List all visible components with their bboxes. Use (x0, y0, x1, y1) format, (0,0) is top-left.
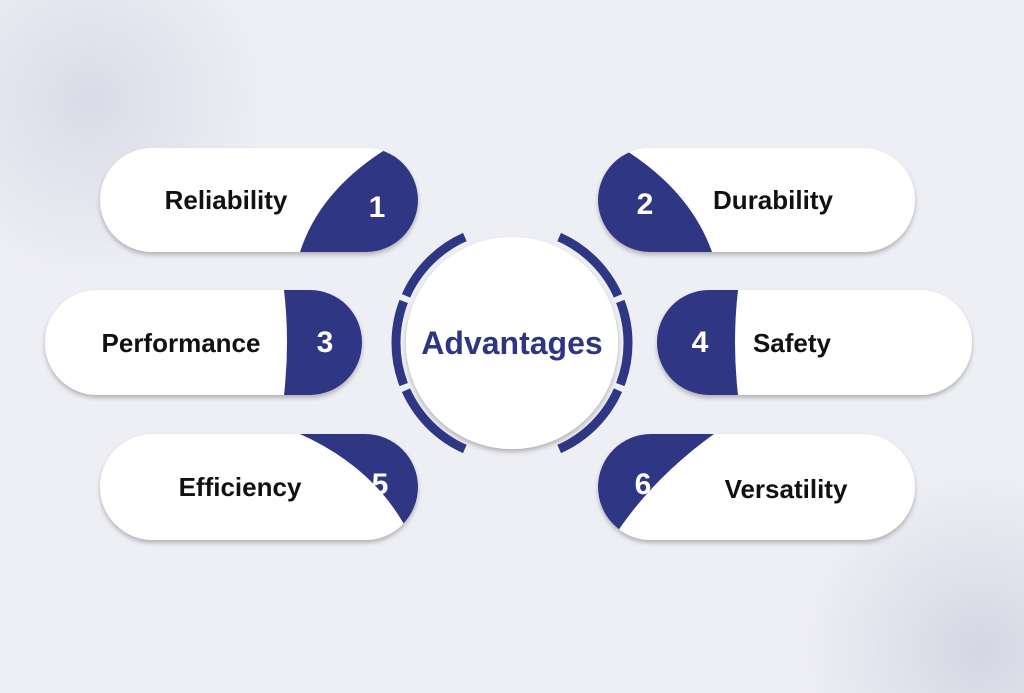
item-label: Performance (102, 328, 261, 358)
number-wedge (598, 434, 714, 540)
number-wedge (300, 148, 418, 252)
item-number: 2 (637, 188, 654, 221)
ring-segment (557, 232, 623, 298)
item-label: Reliability (165, 185, 288, 215)
item-number: 5 (372, 468, 389, 501)
item-label: Safety (753, 328, 832, 358)
ring-segment (616, 299, 633, 387)
item-number: 1 (369, 191, 386, 224)
number-wedge (300, 434, 418, 540)
advantage-item-3: Performance 3 (45, 290, 362, 395)
center-circle (406, 237, 618, 449)
center-ring (391, 232, 633, 454)
number-wedge (657, 290, 738, 395)
item-label: Efficiency (179, 472, 302, 502)
advantage-item-4: 4 Safety (657, 290, 972, 395)
ring-segment (401, 388, 467, 454)
ring-segment (391, 299, 408, 387)
item-label: Durability (713, 185, 833, 215)
advantage-item-2: 2 Durability (598, 148, 915, 252)
pill-background (45, 290, 362, 395)
advantage-item-5: Efficiency 5 (100, 434, 418, 540)
pill-background (100, 434, 418, 540)
item-number: 6 (635, 468, 652, 501)
item-number: 3 (317, 326, 334, 359)
center-title: Advantages (421, 325, 602, 361)
number-wedge (598, 148, 712, 252)
number-wedge (284, 290, 362, 395)
ring-segment (401, 232, 467, 298)
item-label: Versatility (725, 474, 848, 504)
item-number: 4 (692, 326, 709, 359)
ring-segment (557, 388, 623, 454)
advantage-item-1: Reliability 1 (100, 148, 418, 252)
advantage-item-6: 6 Versatility (598, 434, 915, 540)
